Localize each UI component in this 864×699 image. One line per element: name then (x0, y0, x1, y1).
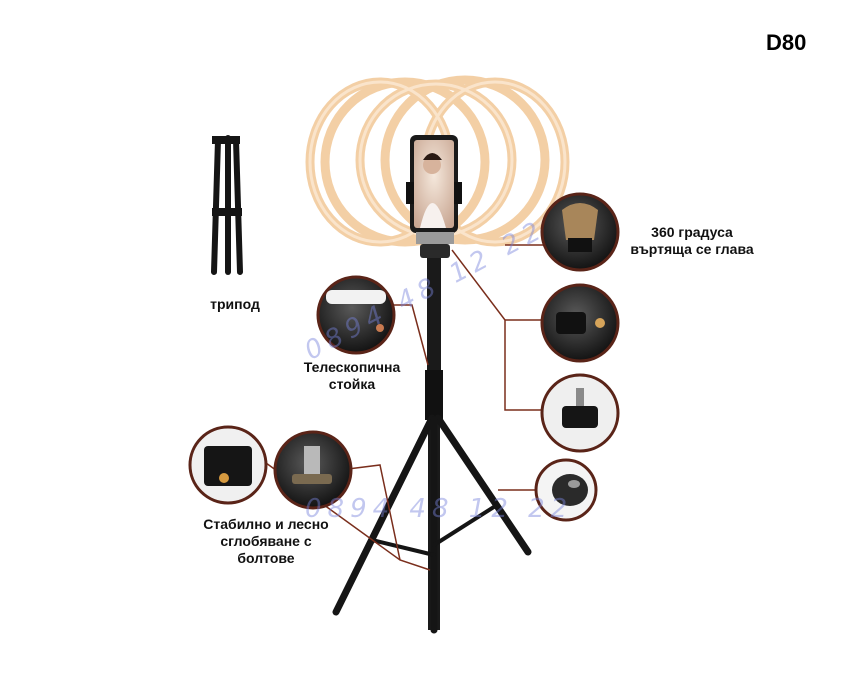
label-telescopic-stand: Телескопична стойка (296, 359, 408, 393)
label-stable-line1: Стабилно и лесно (203, 516, 329, 532)
label-stable-line2: сглобяване с (220, 533, 312, 549)
folded-tripod (211, 135, 243, 275)
label-head-line2: въртяща се глава (630, 241, 754, 257)
label-head-line1: 360 градуса (651, 224, 733, 240)
label-telescopic-line2: стойка (328, 376, 376, 392)
label-telescopic-line1: Телескопична (303, 359, 401, 375)
model-code: D80 (766, 30, 807, 55)
detail-screw-mount (540, 373, 620, 453)
watermark-phone-lower: 0894 48 12 22 (305, 494, 574, 524)
detail-ball-head-knob (540, 283, 620, 363)
detail-bolt-socket (188, 425, 268, 505)
detail-leg-foot (534, 458, 598, 522)
label-stable-assembly: Стабилно и лесно сглобяване с болтове (192, 516, 340, 567)
detail-pole-clamp (316, 275, 396, 355)
detail-ball-head-top (540, 192, 620, 272)
ring-light (380, 75, 550, 245)
label-tripod: трипод (210, 296, 260, 312)
ball-head (416, 232, 454, 258)
phone-holder (406, 135, 462, 233)
detail-bolt (273, 430, 353, 510)
tripod-legs (332, 414, 532, 634)
label-rotating-head: 360 градуса въртяща се глава (622, 224, 762, 258)
ring-light (320, 77, 490, 247)
label-stable-line3: болтове (237, 550, 295, 566)
